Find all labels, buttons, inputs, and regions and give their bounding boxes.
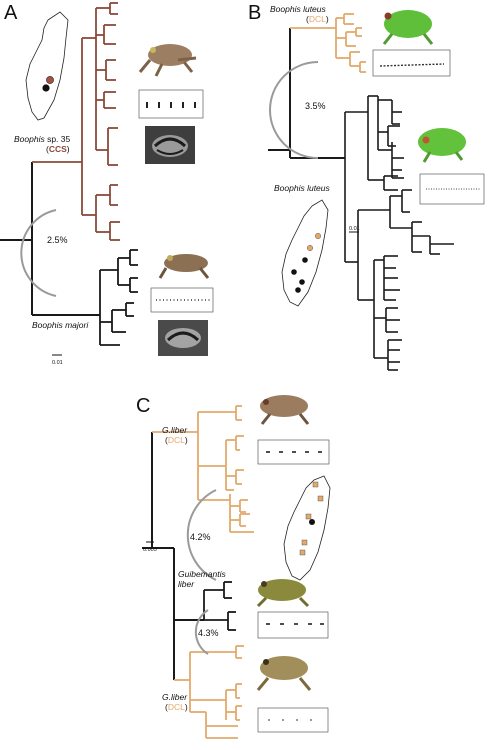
frog-photo-icon (260, 395, 310, 425)
species-label-luteus-dcl: Boophis luteus (270, 4, 327, 14)
divergence-label-c-bottom: 4.3% (198, 628, 219, 638)
tag-label-ccs: (CCS) (46, 144, 70, 154)
species-label-guibemantis-genus: Guibemantis (178, 569, 226, 579)
call-oscillogram-icon (372, 49, 451, 77)
madagascar-map-icon (283, 475, 331, 581)
call-oscillogram-icon (419, 173, 485, 205)
panel-a: A (0, 2, 214, 366)
panel-c: C (136, 395, 331, 739)
tadpole-mouthparts-icon (158, 320, 208, 356)
tree-a-majori-clade (99, 249, 138, 346)
divergence-arc-a (20, 209, 57, 297)
panel-b-letter: B (248, 2, 261, 24)
scale-label-c: 0.005 (143, 547, 157, 553)
panel-a-letter: A (4, 2, 18, 24)
frog-photo-icon (382, 10, 434, 45)
panel-c-letter: C (136, 395, 150, 417)
frog-photo-icon (418, 128, 466, 163)
madagascar-map-icon (281, 199, 329, 307)
call-oscillogram-icon (150, 287, 214, 313)
tree-c-bottom-dcl-clade (174, 645, 244, 739)
frog-photo-icon (256, 579, 310, 608)
tree-c-backbone (142, 432, 204, 680)
divergence-label-b: 3.5% (305, 101, 326, 111)
frog-photo-icon (256, 656, 312, 691)
species-label-gliber-bottom: G.liber (162, 692, 188, 702)
tadpole-mouthparts-icon (145, 126, 195, 164)
tree-c-top-dcl-clade (152, 405, 254, 533)
tag-label-dcl-c-top: (DCL) (165, 435, 188, 445)
frog-photo-icon (138, 38, 198, 80)
tree-b-dcl-clade (290, 13, 366, 73)
divergence-label-c-top: 4.2% (190, 532, 211, 542)
species-label-luteus: Boophis luteus (274, 183, 331, 193)
species-label-guibemantis-epithet: liber (178, 579, 195, 589)
species-label-majori: Boophis majori (32, 320, 89, 330)
tree-b-main-clade (344, 95, 454, 371)
species-label-gliber-top: G.liber (162, 425, 188, 435)
tree-c-mid-clade (203, 581, 236, 631)
tag-label-dcl-c-bottom: (DCL) (165, 702, 188, 712)
species-label-ccs: Boophis sp. 35 (14, 134, 71, 144)
tree-a-backbone (0, 162, 100, 316)
divergence-arc-c-bottom (194, 609, 209, 655)
divergence-arc-c-top (186, 489, 217, 581)
frog-photo-icon (158, 246, 214, 282)
call-oscillogram-icon (257, 439, 330, 465)
madagascar-map-icon (25, 11, 69, 121)
divergence-label-a: 2.5% (47, 235, 68, 245)
scale-label-b: 0.01 (349, 226, 360, 232)
scale-label-a: 0.01 (52, 360, 63, 366)
call-oscillogram-icon (138, 89, 204, 119)
panel-b: B (248, 2, 485, 371)
tag-label-dcl-b: (DCL) (306, 14, 329, 24)
call-oscillogram-icon (257, 707, 329, 733)
divergence-arc-b (269, 61, 319, 159)
tree-a-ccs-clade (32, 2, 120, 241)
call-oscillogram-icon (257, 611, 329, 639)
